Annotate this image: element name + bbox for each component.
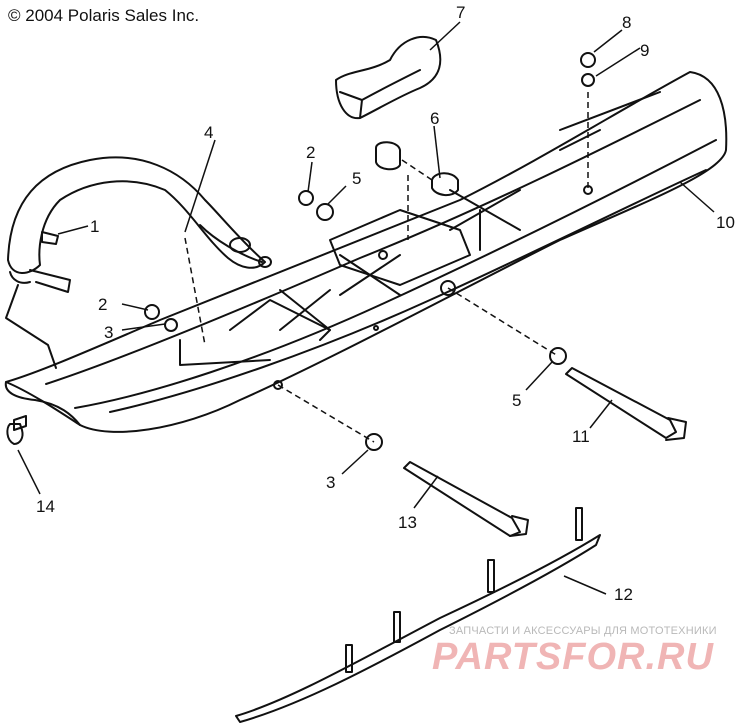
nut-2a [144,304,160,320]
washer-3a [164,318,178,332]
ski-keel [109,169,707,413]
callout-12: 12 [614,585,633,604]
callout-7: 7 [456,3,465,22]
washer-3b [365,433,383,451]
assembly-line-3 [447,287,559,357]
leader-2a [121,303,149,311]
leader-12 [563,575,607,595]
leader-5b [525,361,553,391]
ski-tip [4,381,81,426]
washer-9 [581,73,595,87]
handle-end-hole [229,237,251,253]
runner-stud-4 [575,507,583,541]
leader-1 [57,225,89,235]
mount-hole-3 [273,380,283,390]
bolt-13 [403,461,521,537]
mount-plate [329,209,471,286]
handle-mount-hole [258,256,272,268]
handle-inner-line [199,224,263,263]
callout-2a: 2 [98,295,107,314]
mount-hole-1 [378,250,388,260]
watermark-logo: PARTSFOR.RU [432,636,714,678]
washer-5b [549,347,567,365]
leader-3b [341,449,369,475]
leader-13 [413,475,439,509]
leader-4 [184,139,216,233]
bushing-upper [375,141,401,171]
leader-2b [307,161,313,193]
bolt-11-head [665,417,687,441]
callout-3a: 3 [104,323,113,342]
runner-stud-1 [345,644,353,673]
copyright-text: © 2004 Polaris Sales Inc. [8,6,200,25]
mount-hole-5 [373,325,379,331]
handle-bracket [41,231,59,245]
carbide-runner [235,534,601,723]
leader-11 [589,399,613,429]
leader-7 [429,21,461,51]
ski-body [5,71,728,433]
callout-9: 9 [640,41,649,60]
ski-rib-3 [279,289,331,331]
leader-6 [433,125,441,179]
watermark-tagline: ЗАПЧАСТИ И АКСЕССУАРЫ ДЛЯ МОТОТЕХНИКИ [449,625,717,637]
assembly-line-4 [184,237,206,346]
bumper-face [339,69,421,119]
callout-2b: 2 [306,143,315,162]
callout-14: 14 [36,497,55,516]
bolt-11 [565,367,677,439]
callout-13: 13 [398,513,417,532]
callout-5a: 5 [352,169,361,188]
callout-3b: 3 [326,473,335,492]
ski-handle [7,156,266,274]
handle-tail [29,269,71,293]
callout-4: 4 [204,123,213,142]
callout-8: 8 [622,13,631,32]
ski-inner-edge [45,99,701,385]
handle-lower [9,271,31,284]
bumper-block [335,35,442,120]
tip-fastener [6,423,24,445]
bolt-13-head [509,515,529,537]
runner-stud-2 [393,611,401,643]
leader-3a [121,323,166,331]
nut-2b [298,190,314,206]
nut-8 [580,52,596,68]
callout-11: 11 [572,427,590,446]
ski-top-rail [559,91,661,131]
leader-8 [593,29,623,53]
callout-1: 1 [90,217,99,236]
mount-hole-2 [440,280,456,296]
tip-bracket-lines [5,284,57,369]
bushing-lower [431,172,459,196]
assembly-line-2 [277,384,375,443]
ski-rib-7 [559,129,601,151]
assembly-line-5 [401,159,433,181]
callout-10: 10 [716,213,735,232]
callout-5b: 5 [512,391,521,410]
leader-9 [595,47,641,77]
callout-6: 6 [430,109,439,128]
leader-5a [327,185,347,205]
leader-14 [17,449,41,495]
ski-rib-5 [449,189,521,231]
tip-fastener-body [13,415,27,431]
runner-stud-3 [487,559,495,593]
ski-rib-1 [179,339,271,366]
leader-10 [679,181,715,213]
washer-5a [316,203,334,221]
ski-lower-edge [74,139,717,409]
